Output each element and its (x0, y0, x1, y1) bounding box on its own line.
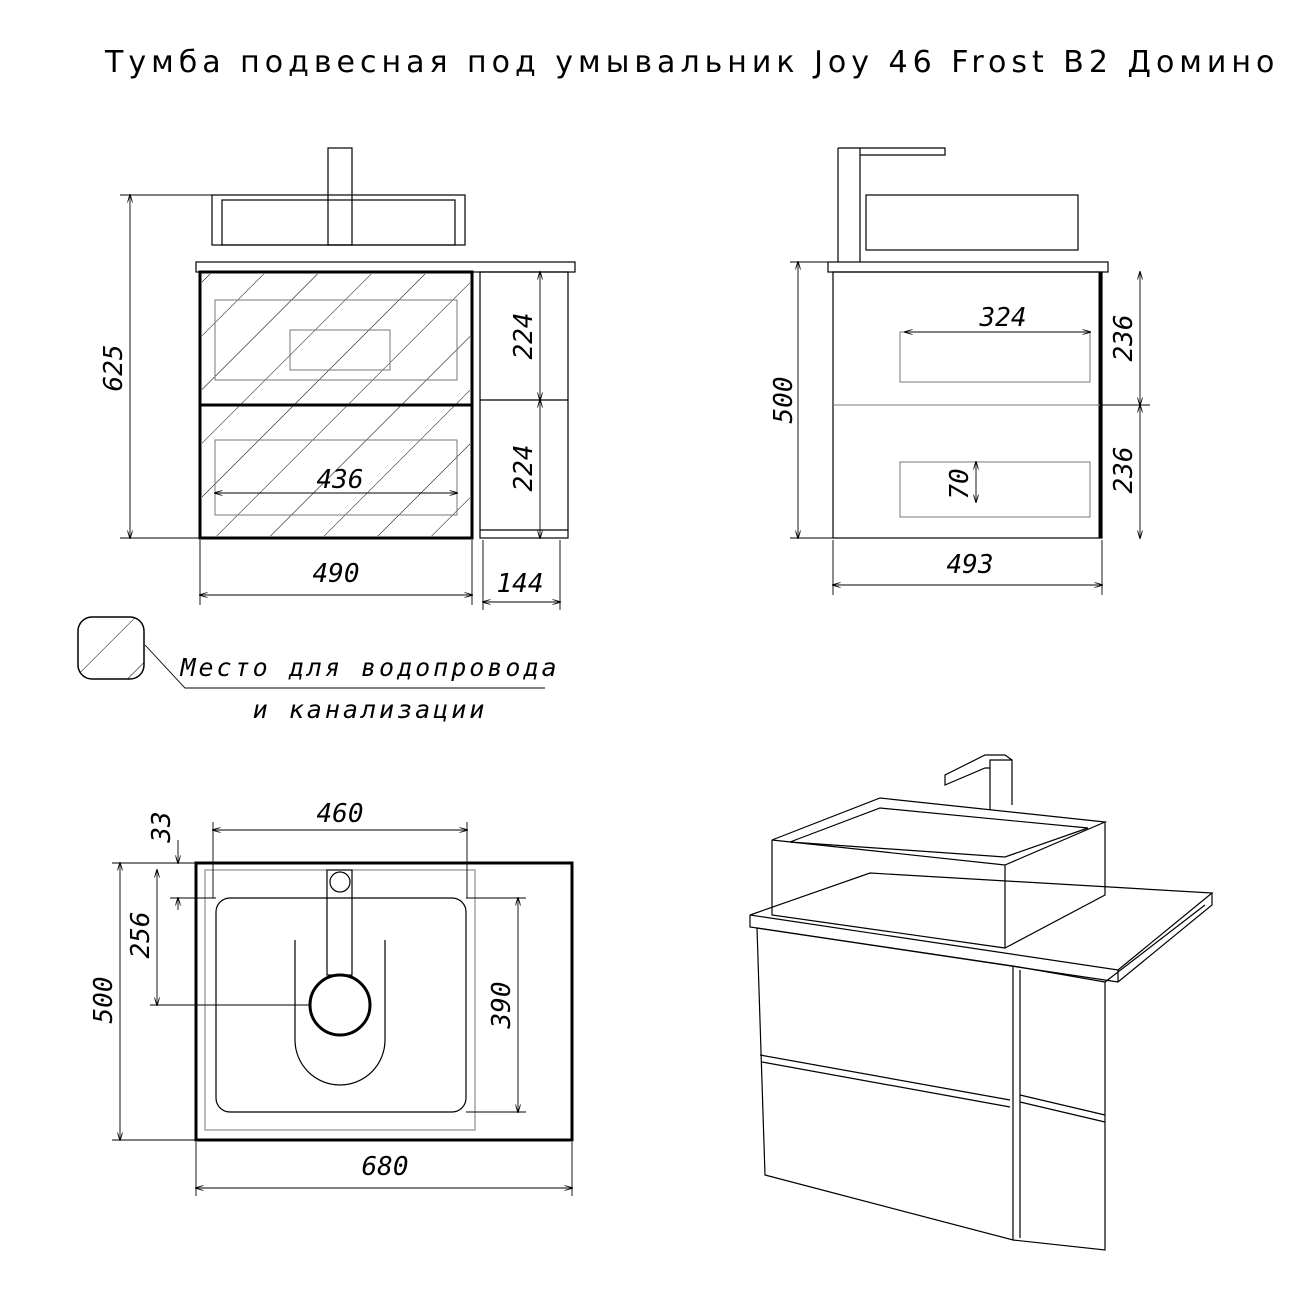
drain-cutout (294, 940, 386, 1086)
countertop (827, 261, 1109, 273)
faucet (944, 754, 1013, 810)
basin (865, 194, 1079, 251)
basin-body (771, 822, 1106, 949)
dim-height-total: 625 (99, 345, 129, 392)
dim-depth: 493 (947, 550, 994, 580)
dim-offset: 33 (147, 811, 177, 843)
countertop-outline (194, 861, 574, 1142)
dim-sink-width: 460 (317, 799, 364, 829)
dim-drain-offset: 256 (126, 912, 156, 959)
dim-sink-depth: 390 (487, 982, 517, 1030)
drawer-bottom (198, 403, 474, 540)
dim-total-width: 680 (362, 1152, 409, 1182)
dim-inner-drawer: 324 (979, 303, 1027, 333)
leader-line (144, 644, 545, 689)
legend: Место для водопровода и канализации (77, 616, 559, 724)
plumbing-zone-swatch (77, 616, 145, 680)
dim-drawer-top: 224 (509, 313, 539, 360)
faucet (327, 147, 353, 246)
side-view: 500 324 236 236 70 493 (769, 147, 1150, 595)
dim-inner-width: 436 (317, 465, 364, 495)
dim-drawer-bottom: 224 (509, 445, 539, 492)
top-view: 460 33 256 500 390 680 (89, 799, 574, 1196)
faucet (326, 869, 353, 976)
drawer-split (759, 1054, 1011, 1108)
drain (308, 973, 372, 1037)
dim-drawer-depth: 70 (945, 468, 975, 499)
faucet (837, 147, 946, 262)
dim-width-body: 490 (313, 559, 360, 589)
basin (211, 194, 466, 246)
shelf-unit (1012, 904, 1206, 1251)
open-shelf-unit (479, 271, 569, 539)
legend-line1: Место для водопровода (179, 653, 559, 682)
dim-drawer-bottom: 236 (1109, 447, 1139, 494)
dim-drawer-top: 236 (1109, 315, 1139, 362)
front-view: 625 224 224 436 490 144 (99, 147, 576, 610)
dim-width-shelf: 144 (497, 569, 544, 599)
dim-depth: 500 (89, 977, 119, 1024)
drawing-title: Тумба подвесная под умывальник Joy 46 Fr… (104, 45, 1279, 80)
dim-height: 500 (769, 377, 799, 424)
legend-line2: и канализации (253, 695, 488, 724)
isometric-view (749, 754, 1214, 1251)
basin-rim (771, 797, 1108, 866)
